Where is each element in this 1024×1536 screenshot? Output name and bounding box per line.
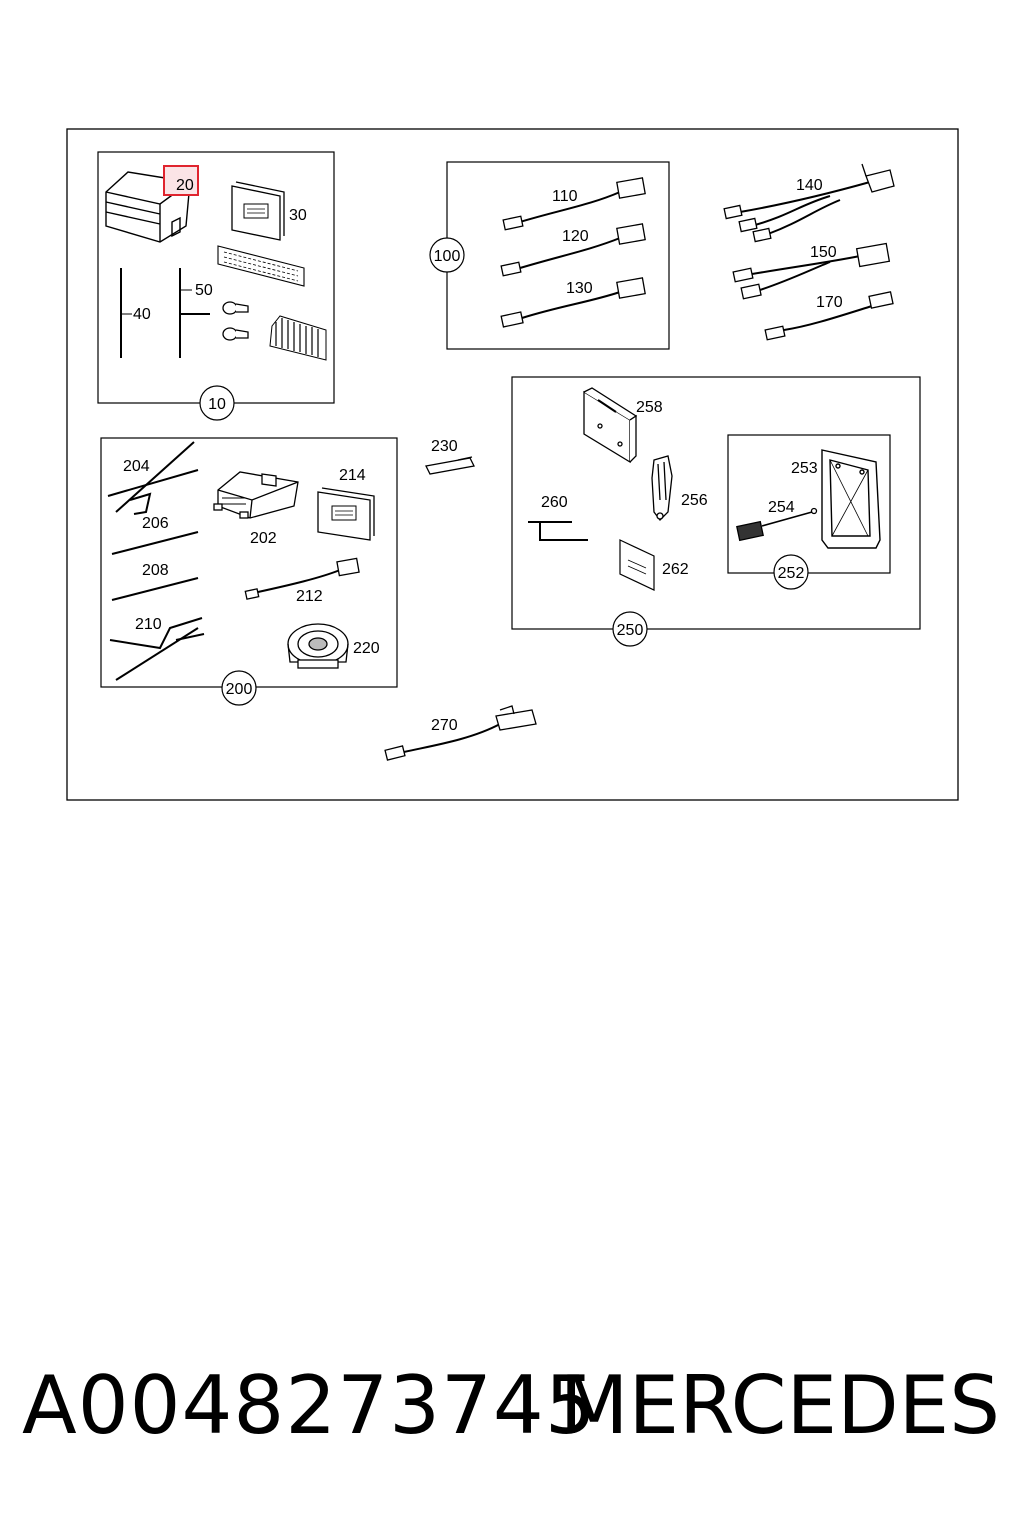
manual-icon [231,181,285,241]
label-258: 258 [636,399,663,416]
label-150: 150 [810,244,837,261]
cable-120-icon [500,223,646,277]
cable-140-icon [723,163,895,243]
label-256: 256 [681,492,708,509]
cable-110-icon [502,177,646,231]
label-200: 200 [226,681,253,698]
wiring-206-icon [111,531,199,555]
group-200: 204 206 208 210 202 [100,437,398,706]
parts-diagram: 20 30 40 50 [66,128,959,801]
wire-260-icon [528,521,588,541]
bracket-258-icon [583,387,638,464]
label-220: 220 [353,640,380,657]
label-214: 214 [339,467,366,484]
label-253: 253 [791,460,818,477]
label-120: 120 [562,228,589,245]
label-206: 206 [142,515,169,532]
brand-name: MERCEDES [559,1359,1000,1452]
manual-214-icon [317,487,375,541]
group-100: 100 110 120 130 [429,161,670,350]
module-202-icon [213,471,299,519]
label-212: 212 [296,588,323,605]
wiring-208-icon [111,577,199,601]
group-circle-250 [612,611,648,647]
wiring-210-icon [109,617,205,681]
label-204: 204 [123,458,150,475]
frame-253-icon [821,449,881,549]
label-262: 262 [662,561,689,578]
cable-150-icon [732,242,891,300]
highlight-box-20[interactable] [163,165,199,196]
label-250: 250 [617,622,644,639]
film-262-icon [619,539,655,591]
speaker-220-icon [287,623,349,669]
group-circle-10 [199,385,235,421]
label-260: 260 [541,494,568,511]
label-20: 20 [176,177,194,194]
label-208: 208 [142,562,169,579]
label-170: 170 [816,294,843,311]
label-210: 210 [135,616,162,633]
cable-170-icon [764,291,894,341]
group-circle-200 [221,670,257,706]
group-10: 20 30 40 50 [97,151,335,421]
label-202: 202 [250,530,277,547]
cable-270-icon [384,705,537,761]
wiring-204-icon [107,441,199,515]
label-140: 140 [796,177,823,194]
foam-pads-icon [269,315,327,361]
label-100: 100 [434,248,461,265]
group-circle-100 [429,237,465,273]
group-250-box [511,376,921,630]
screw-icon [222,301,249,341]
diagram-frame [66,128,959,801]
strap-256-icon [651,455,673,521]
group-250: 258 256 260 262 253 [511,376,921,647]
usb-stick-230-icon [425,456,475,475]
cable-50-icon [179,268,210,358]
label-130: 130 [566,280,593,297]
label-30: 30 [289,207,307,224]
group-circle-252 [773,554,809,590]
adhesive-strip-icon [217,245,305,287]
label-10: 10 [208,396,226,413]
label-40: 40 [133,306,151,323]
label-252: 252 [778,565,805,582]
cable-212-icon [244,557,360,600]
label-254: 254 [768,499,795,516]
label-110: 110 [552,188,578,205]
group-252-box [727,434,891,574]
label-270: 270 [431,717,458,734]
cable-254-icon [736,507,818,542]
label-50: 50 [195,282,213,299]
cable-130-icon [500,277,646,328]
label-230: 230 [431,438,458,455]
part-number: A0048273745 [22,1359,597,1452]
